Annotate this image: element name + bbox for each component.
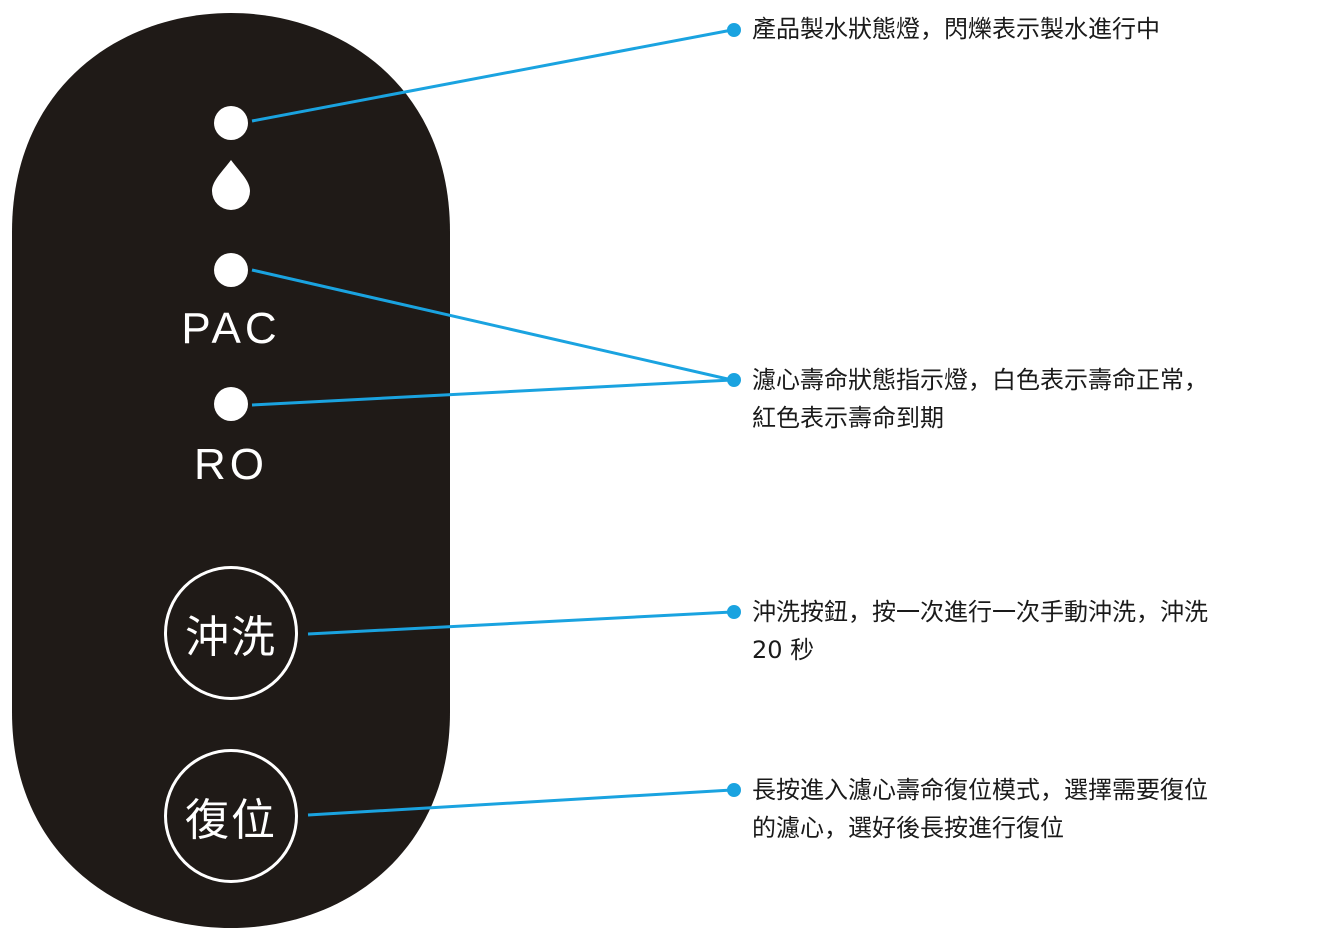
pac-indicator-dot xyxy=(214,253,248,287)
callout-line: 沖洗按鈕，按一次進行一次手動沖洗，沖洗 xyxy=(752,598,1208,626)
reset-button[interactable]: 復位 xyxy=(164,749,298,883)
callout-line: 20 秒 xyxy=(752,636,815,664)
water-drop-icon xyxy=(212,160,250,210)
pac-label: PAC xyxy=(181,304,281,353)
leader-line-pac xyxy=(251,268,733,382)
leader-dot-flush xyxy=(727,605,741,619)
callout-line: 紅色表示壽命到期 xyxy=(752,404,944,432)
callout-filter-life: 濾心壽命狀態指示燈，白色表示壽命正常， 紅色表示壽命到期 xyxy=(752,361,1208,437)
leader-dot-reset xyxy=(727,783,741,797)
production-indicator-dot xyxy=(214,106,248,140)
leader-line-ro xyxy=(251,378,733,407)
ro-label: RO xyxy=(194,440,268,489)
callout-flush-button: 沖洗按鈕，按一次進行一次手動沖洗，沖洗 20 秒 xyxy=(752,593,1208,669)
callout-production-light: 產品製水狀態燈，閃爍表示製水進行中 xyxy=(752,10,1160,48)
leader-line-reset xyxy=(307,788,733,817)
flush-button-label: 沖洗 xyxy=(185,612,277,663)
callout-line: 長按進入濾心壽命復位模式，選擇需要復位 xyxy=(752,776,1208,804)
callout-line: 濾心壽命狀態指示燈，白色表示壽命正常， xyxy=(752,366,1208,394)
leader-line-flush xyxy=(307,610,733,636)
leader-line-production xyxy=(251,28,733,123)
leader-dot-production xyxy=(727,23,741,37)
callout-reset-button: 長按進入濾心壽命復位模式，選擇需要復位 的濾心，選好後長按進行復位 xyxy=(752,771,1208,847)
callout-line: 產品製水狀態燈，閃爍表示製水進行中 xyxy=(752,15,1160,43)
flush-button[interactable]: 沖洗 xyxy=(164,566,298,700)
callout-line: 的濾心，選好後長按進行復位 xyxy=(752,814,1064,842)
leader-dot-filter xyxy=(727,373,741,387)
control-panel-body xyxy=(12,13,450,928)
reset-button-label: 復位 xyxy=(185,795,277,846)
ro-indicator-dot xyxy=(214,387,248,421)
